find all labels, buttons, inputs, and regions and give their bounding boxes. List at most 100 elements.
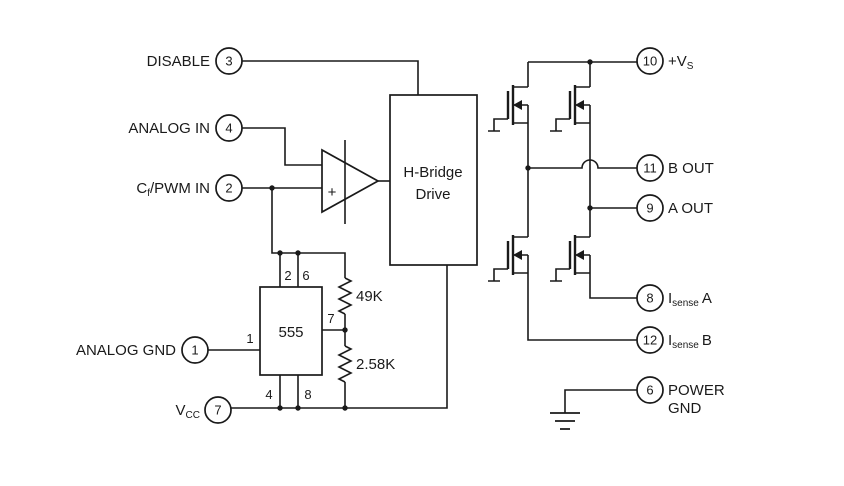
pin-cf-pwm-in-label: Cf/PWM IN [136, 180, 210, 199]
pin-power-gnd: 6 POWER GND [636, 376, 725, 417]
junction-dot [295, 250, 301, 256]
mosfet-top-left [488, 85, 528, 132]
resistor-2-58k-zigzag [337, 345, 353, 383]
pin-disable-number: 3 [225, 54, 232, 69]
wire-vcc-rail [231, 265, 448, 409]
pin-a-out-circle [636, 194, 664, 222]
junction-dot [525, 165, 531, 171]
pin-power-gnd-label-2: GND [668, 400, 702, 417]
pin-power-gnd-number: 6 [646, 383, 653, 398]
timer-pin-7: 7 [327, 311, 334, 326]
hbridge-drive-block: H-Bridge Drive [389, 94, 478, 266]
resistor-49k-value: 49K [356, 288, 383, 305]
mosfet-gate-lead [488, 268, 508, 282]
pin-vcc-circle [204, 396, 232, 424]
wire-power-gnd [564, 389, 637, 413]
pin-vs-number: 10 [643, 54, 657, 69]
timer-pin-6: 6 [302, 268, 309, 283]
pin-b-out: 11 B OUT [636, 154, 714, 182]
hbridge-drive-label-2: Drive [415, 186, 450, 203]
resistor-2-58k: 2.58K [337, 345, 395, 383]
mosfet-bottom-left [488, 235, 528, 282]
pin-cf-pwm-in-number: 2 [225, 181, 232, 196]
comparator-triangle [321, 148, 380, 214]
wires [208, 60, 637, 413]
resistor-49k-zigzag [337, 277, 353, 315]
timer-pin-1: 1 [246, 331, 253, 346]
junction-dot [342, 405, 348, 411]
pin-analog-in-number: 4 [225, 121, 232, 136]
pin-power-gnd-circle [636, 376, 664, 404]
pin-analog-in-label: ANALOG IN [128, 120, 210, 137]
pin-analog-in: ANALOG IN 4 [128, 114, 243, 142]
pin-vcc-label: VCC [176, 402, 200, 421]
pin-isense-b-number: 12 [643, 333, 657, 348]
pin-isense-a-circle [636, 284, 664, 312]
mosfet-body-arrow-icon [575, 250, 584, 260]
pin-power-gnd-label-1: POWER [668, 382, 725, 399]
mosfet-body-arrow-icon [513, 100, 522, 110]
mosfet-bottom-right [550, 235, 590, 282]
pin-analog-gnd-number: 1 [191, 343, 198, 358]
hbridge-drive-label-1: H-Bridge [403, 164, 462, 181]
pin-a-out-number: 9 [646, 201, 653, 216]
pin-disable-circle [215, 47, 243, 75]
wire-b-out [528, 159, 637, 169]
junction-dot [277, 250, 283, 256]
resistor-2-58k-value: 2.58K [356, 356, 395, 373]
pin-b-out-number: 11 [643, 161, 657, 176]
pin-vs-label: +VS [668, 53, 694, 72]
timer-pin-2: 2 [284, 268, 291, 283]
mosfet-gate-lead [550, 268, 570, 282]
pin-disable: DISABLE 3 [147, 47, 243, 75]
pin-vcc-number: 7 [214, 403, 221, 418]
wire-left-halfbridge [527, 62, 637, 341]
comparator-plus-label: + [328, 184, 337, 201]
junction-dot [587, 59, 593, 65]
pin-analog-gnd-circle [181, 336, 209, 364]
junction-dot [342, 327, 348, 333]
pin-b-out-label: B OUT [668, 160, 714, 177]
timer-pin-4: 4 [265, 387, 272, 402]
hbridge-drive-box [389, 94, 478, 266]
junction-dot [295, 405, 301, 411]
wire-cf-branch [271, 188, 346, 278]
junction-dot [277, 405, 283, 411]
pin-vcc: VCC 7 [176, 396, 232, 424]
pin-b-out-circle [636, 154, 664, 182]
comparator-symbol: + [321, 140, 380, 224]
mosfet-gate-lead [550, 118, 570, 132]
wire-right-halfbridge [589, 62, 637, 299]
pin-disable-label: DISABLE [147, 53, 210, 70]
pin-vs-supply: 10 +VS [636, 47, 694, 75]
timer-555-box [259, 286, 323, 376]
ground-symbol [550, 412, 580, 430]
pin-a-out-label: A OUT [668, 200, 713, 217]
pin-vs-circle [636, 47, 664, 75]
pin-a-out: 9 A OUT [636, 194, 713, 222]
mosfet-body-arrow-icon [575, 100, 584, 110]
pin-cf-pwm-in: Cf/PWM IN 2 [136, 174, 243, 202]
pin-analog-gnd-label: ANALOG GND [76, 342, 176, 359]
pin-isense-b-circle [636, 326, 664, 354]
junction-dot [587, 205, 593, 211]
mosfet-top-right [550, 85, 590, 132]
ground-icon [550, 412, 580, 430]
wire-555-bottom-pins [279, 375, 299, 408]
mosfet-gate-lead [488, 118, 508, 132]
timer-555-label: 555 [278, 324, 303, 341]
pin-isense-a-number: 8 [646, 291, 653, 306]
pin-cf-pwm-in-circle [215, 174, 243, 202]
pin-analog-in-circle [215, 114, 243, 142]
resistor-49k: 49K [337, 277, 383, 315]
wire-analog-in [242, 127, 322, 166]
wire-555-top-pins [279, 253, 299, 287]
junction-dots [269, 59, 593, 411]
timer-555-block: 555 2 6 1 7 4 8 [246, 268, 334, 402]
timer-pin-8: 8 [304, 387, 311, 402]
junction-dot [269, 185, 275, 191]
